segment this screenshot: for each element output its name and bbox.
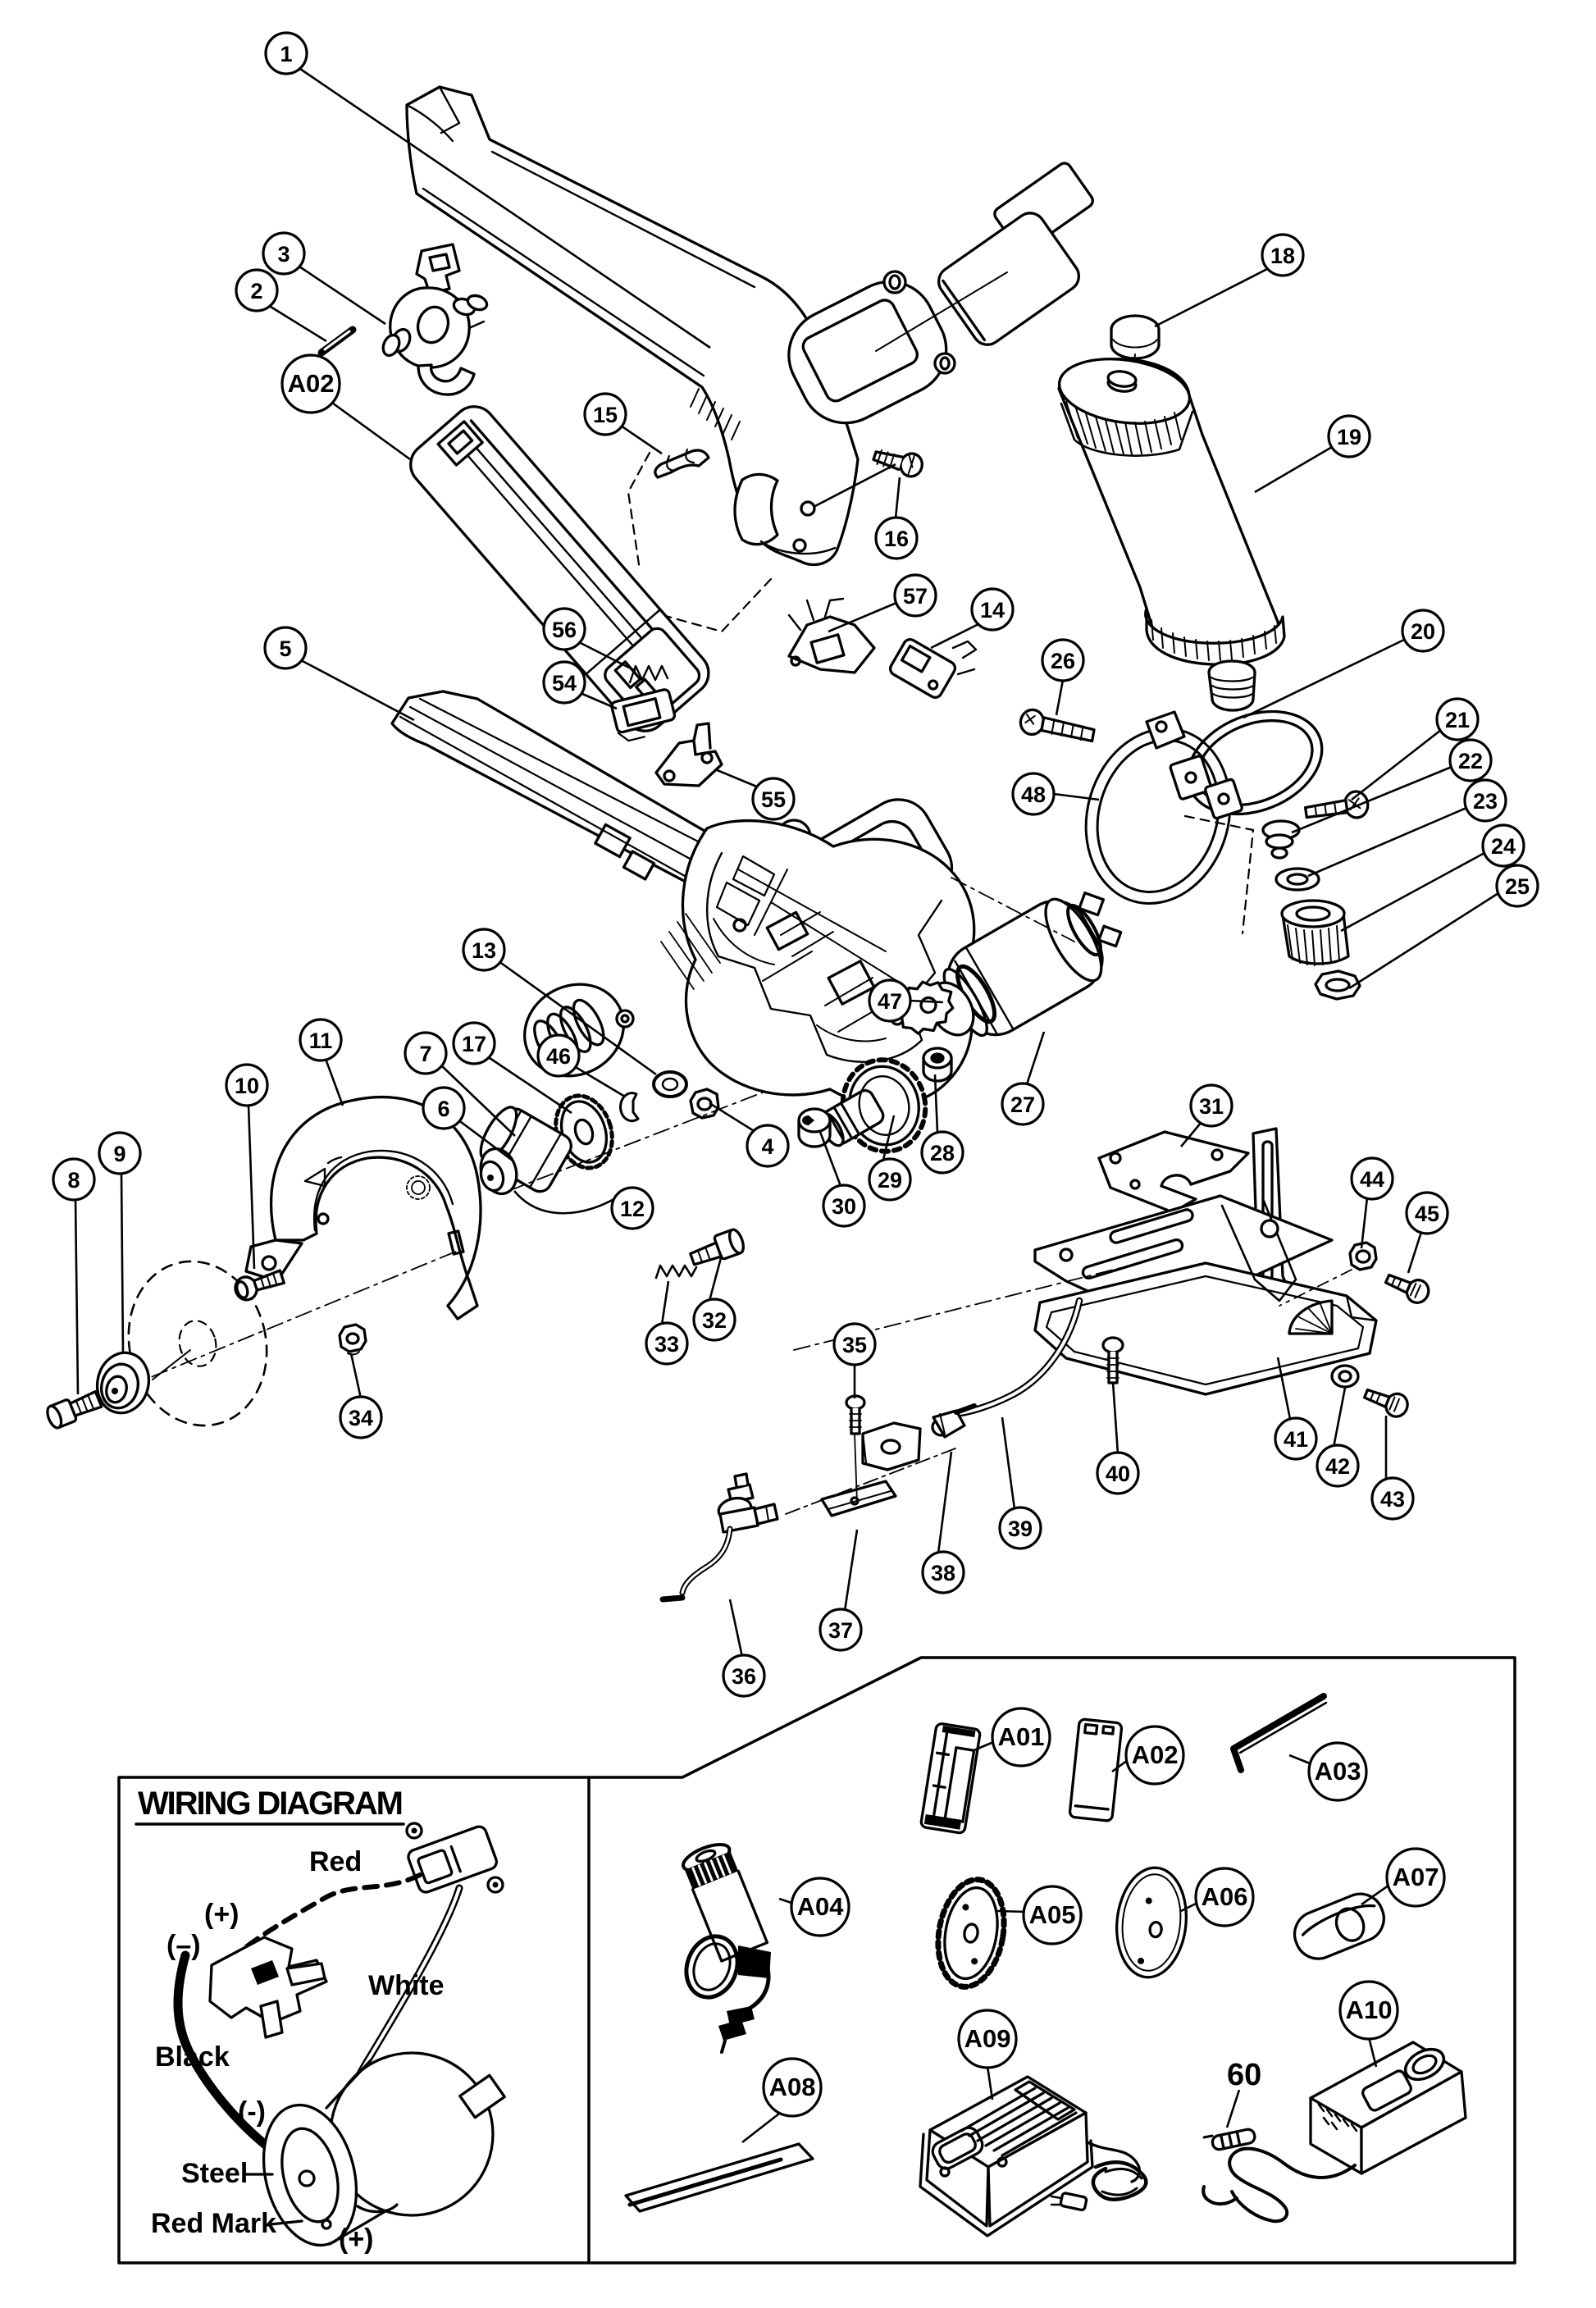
svg-text:46: 46: [546, 1044, 571, 1069]
svg-text:20: 20: [1411, 619, 1435, 644]
svg-text:A04: A04: [797, 1892, 845, 1921]
svg-text:(+): (+): [204, 1899, 239, 1930]
svg-text:A01: A01: [998, 1722, 1045, 1751]
svg-text:40: 40: [1106, 1462, 1130, 1486]
svg-text:31: 31: [1199, 1094, 1224, 1119]
svg-text:55: 55: [761, 787, 786, 812]
svg-text:29: 29: [878, 1168, 902, 1193]
svg-text:(–): (–): [166, 1930, 201, 1961]
svg-text:Red Mark: Red Mark: [151, 2208, 276, 2239]
svg-text:5: 5: [279, 636, 291, 661]
svg-text:37: 37: [828, 1618, 853, 1643]
svg-text:1: 1: [280, 42, 292, 66]
svg-text:23: 23: [1473, 789, 1498, 814]
svg-text:7: 7: [419, 1042, 431, 1066]
svg-text:22: 22: [1458, 749, 1483, 773]
svg-text:6: 6: [437, 1097, 449, 1121]
svg-text:Steel: Steel: [181, 2158, 248, 2189]
svg-text:13: 13: [472, 938, 496, 963]
svg-text:18: 18: [1270, 244, 1295, 268]
svg-text:25: 25: [1505, 874, 1530, 899]
svg-text:56: 56: [552, 618, 577, 642]
svg-text:44: 44: [1360, 1167, 1384, 1192]
svg-text:Red: Red: [309, 1846, 362, 1877]
svg-text:(+): (+): [339, 2224, 374, 2255]
svg-text:A02: A02: [288, 369, 335, 398]
svg-text:26: 26: [1051, 649, 1075, 673]
svg-text:(-): (-): [238, 2096, 266, 2128]
svg-text:30: 30: [832, 1194, 856, 1219]
svg-text:9: 9: [113, 1142, 125, 1166]
svg-text:43: 43: [1380, 1487, 1405, 1512]
svg-text:A08: A08: [769, 2073, 816, 2101]
svg-text:39: 39: [1008, 1517, 1033, 1541]
svg-text:Black: Black: [155, 2041, 230, 2073]
svg-text:A03: A03: [1315, 1757, 1361, 1786]
svg-text:19: 19: [1337, 425, 1361, 449]
svg-text:10: 10: [235, 1074, 259, 1098]
svg-text:47: 47: [878, 989, 902, 1014]
svg-text:A06: A06: [1202, 1882, 1248, 1911]
svg-text:WIRING DIAGRAM: WIRING DIAGRAM: [138, 1786, 404, 1822]
svg-text:28: 28: [930, 1141, 955, 1165]
svg-text:17: 17: [462, 1032, 486, 1056]
svg-text:12: 12: [620, 1197, 645, 1221]
svg-text:15: 15: [593, 403, 618, 427]
svg-text:32: 32: [702, 1308, 727, 1333]
svg-text:34: 34: [349, 1406, 373, 1430]
svg-text:57: 57: [903, 584, 928, 609]
svg-text:4: 4: [761, 1134, 773, 1159]
svg-text:A09: A09: [964, 2024, 1011, 2053]
svg-text:41: 41: [1284, 1427, 1308, 1452]
svg-text:54: 54: [552, 671, 577, 696]
svg-text:27: 27: [1010, 1092, 1035, 1117]
svg-text:3: 3: [277, 242, 290, 267]
svg-text:35: 35: [842, 1333, 867, 1357]
svg-text:48: 48: [1021, 782, 1046, 807]
svg-text:2: 2: [250, 279, 262, 303]
svg-text:45: 45: [1415, 1202, 1439, 1226]
svg-text:38: 38: [931, 1561, 955, 1585]
svg-text:11: 11: [309, 1029, 333, 1053]
svg-text:33: 33: [654, 1332, 679, 1357]
svg-text:60: 60: [1227, 2058, 1261, 2092]
svg-text:A02: A02: [1132, 1740, 1179, 1769]
svg-text:A10: A10: [1346, 1996, 1393, 2024]
svg-text:White: White: [368, 1970, 445, 2001]
svg-text:21: 21: [1445, 708, 1470, 732]
svg-text:A07: A07: [1393, 1863, 1439, 1891]
svg-text:24: 24: [1491, 834, 1516, 859]
svg-text:A05: A05: [1029, 1900, 1076, 1929]
svg-text:8: 8: [67, 1168, 80, 1193]
svg-text:36: 36: [732, 1664, 756, 1689]
svg-text:16: 16: [884, 527, 909, 551]
svg-text:42: 42: [1325, 1454, 1350, 1479]
svg-text:14: 14: [980, 598, 1005, 623]
